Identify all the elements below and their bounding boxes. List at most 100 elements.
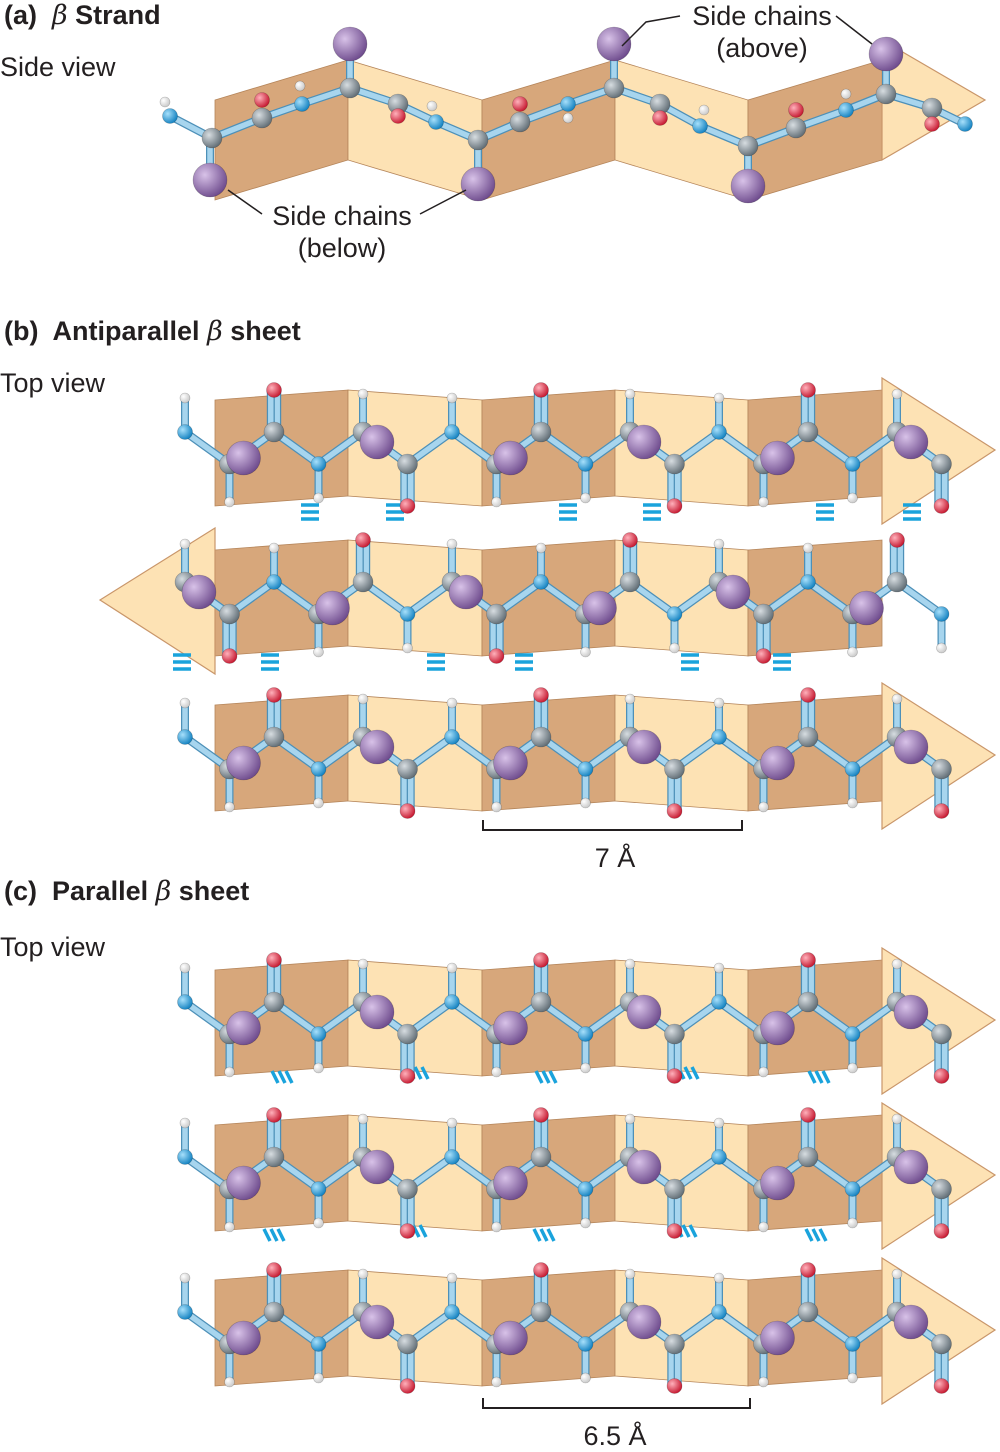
- hydrogen-atom: [758, 496, 769, 508]
- carbon-atom: [530, 991, 552, 1013]
- side-chain: [448, 574, 484, 610]
- side-chain: [582, 590, 617, 626]
- oxygen-atom: [399, 1378, 416, 1394]
- side-chain: [849, 590, 884, 626]
- nitrogen-atom: [711, 994, 727, 1010]
- hydrogen-atom: [446, 697, 458, 709]
- hydrogen-atom: [758, 1376, 769, 1388]
- nitrogen-atom: [844, 1181, 861, 1197]
- oxygen-atom: [666, 1378, 683, 1394]
- carbon-atom: [339, 77, 361, 99]
- label-line: Side chains: [692, 1, 832, 31]
- oxygen-atom: [221, 648, 238, 664]
- carbon-atom: [785, 117, 807, 139]
- oxygen-atom: [399, 1223, 416, 1239]
- panel-c-title-text: Parallel: [52, 876, 149, 906]
- hydrogen-atom: [313, 1372, 324, 1384]
- hydrogen-atom: [624, 958, 636, 970]
- nitrogen-atom: [560, 96, 576, 112]
- hydrogen-atom: [179, 392, 191, 404]
- nitrogen-atom: [428, 114, 444, 130]
- hydrogen-bond: [804, 1228, 814, 1242]
- hydrogen-atom: [698, 104, 710, 116]
- hydrogen-atom: [624, 1268, 636, 1280]
- leader-line: [835, 15, 873, 45]
- hydrogen-bond: [270, 1070, 280, 1084]
- oxygen-atom: [800, 1262, 816, 1278]
- nitrogen-atom: [444, 1149, 460, 1165]
- panel-a-subtitle: Side view: [0, 52, 116, 82]
- nitrogen-atom: [692, 118, 708, 134]
- oxygen-atom: [533, 952, 549, 968]
- side-chain: [493, 1320, 528, 1356]
- panel-c-title: (c) Parallel β sheet: [4, 876, 249, 907]
- carbon-atom: [263, 421, 285, 443]
- side-chain: [359, 994, 395, 1030]
- nitrogen-atom: [577, 1026, 594, 1042]
- oxygen-atom: [399, 1068, 416, 1084]
- carbon-atom: [263, 1146, 285, 1168]
- hydrogen-bond: [418, 1224, 428, 1238]
- hydrogen-atom: [491, 801, 502, 813]
- hydrogen-atom: [313, 646, 324, 658]
- carbon-atom: [886, 571, 908, 593]
- hydrogen-atom: [758, 1066, 769, 1078]
- hydrogen-atom: [713, 538, 725, 550]
- hydrogen-atom: [758, 1221, 769, 1233]
- measure-7a: 7 Å: [594, 843, 636, 873]
- nitrogen-atom: [844, 456, 861, 472]
- hydrogen-atom: [224, 1221, 235, 1233]
- measure-6-5a: 6.5 Å: [583, 1421, 647, 1451]
- carbon-atom: [263, 726, 285, 748]
- nitrogen-atom: [444, 994, 460, 1010]
- hydrogen-atom: [624, 693, 636, 705]
- hydrogen-atom: [580, 797, 591, 809]
- oxygen-atom: [666, 1223, 683, 1239]
- oxygen-atom: [266, 687, 282, 703]
- hydrogen-atom: [891, 958, 903, 970]
- carbon-atom: [397, 453, 418, 475]
- side-chain: [226, 1320, 261, 1356]
- side-chains-below-label: Side chains (below): [252, 200, 432, 264]
- side-chain: [626, 424, 662, 460]
- side-chain: [181, 574, 217, 610]
- nitrogen-atom: [711, 1149, 727, 1165]
- carbon-atom: [753, 603, 774, 625]
- side-chain: [493, 745, 528, 781]
- carbon-atom: [530, 1146, 552, 1168]
- side-chain: [760, 440, 795, 476]
- hydrogen-atom: [758, 801, 769, 813]
- side-chain: [359, 1149, 395, 1185]
- carbon-atom: [931, 453, 952, 475]
- hydrogen-atom: [936, 642, 947, 654]
- hydrogen-atom: [446, 1272, 458, 1284]
- side-chain: [868, 36, 904, 72]
- side-chain: [760, 1320, 795, 1356]
- side-chain: [626, 994, 662, 1030]
- nitrogen-atom: [838, 102, 854, 118]
- hydrogen-atom: [268, 542, 280, 554]
- oxygen-atom: [622, 532, 638, 548]
- nitrogen-atom: [177, 1304, 193, 1320]
- nitrogen-atom: [444, 424, 460, 440]
- hydrogen-atom: [847, 646, 858, 658]
- carbon-atom: [664, 1023, 685, 1045]
- hydrogen-atom: [224, 496, 235, 508]
- hydrogen-bond: [284, 1070, 294, 1084]
- side-chain: [332, 26, 368, 62]
- hydrogen-bond: [541, 1070, 551, 1084]
- nitrogen-atom: [310, 1181, 327, 1197]
- label-line: (below): [297, 233, 387, 263]
- side-chain: [730, 168, 766, 204]
- oxygen-atom: [889, 532, 905, 548]
- side-chain: [359, 1304, 395, 1340]
- oxygen-atom: [800, 1107, 816, 1123]
- oxygen-atom: [652, 110, 668, 126]
- panel-a-tag: (a): [4, 0, 37, 30]
- nitrogen-atom: [310, 1336, 327, 1352]
- hydrogen-bond: [413, 1066, 423, 1080]
- nitrogen-atom: [844, 761, 861, 777]
- hydrogen-atom: [847, 797, 858, 809]
- side-chain: [226, 440, 261, 476]
- nitrogen-atom: [800, 574, 816, 590]
